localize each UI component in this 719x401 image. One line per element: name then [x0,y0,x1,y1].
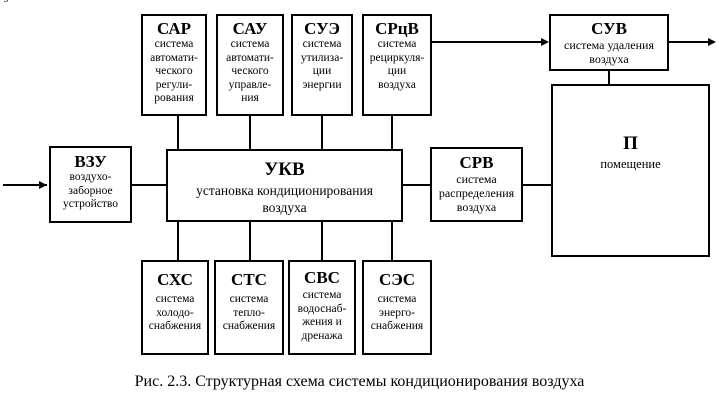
block-room-desc: помещение [600,157,661,171]
figure-caption: Рис. 2.3. Структурная схема системы конд… [134,373,585,390]
block-sts-abbr: СТС [231,270,267,289]
cropped-text-fragment: у [0,0,110,2]
block-vzu-abbr: ВЗУ [74,152,107,171]
suv-arrowhead-icon [541,38,549,46]
block-sar-abbr: САР [156,19,192,38]
block-room: П помещение [551,84,710,257]
input-arrowhead-icon [39,181,47,189]
block-ses-abbr: СЭС [378,270,416,289]
block-svs-abbr: СВС [304,268,340,287]
block-suv-abbr: СУВ [591,19,627,38]
block-sue-abbr: СУЭ [304,19,340,38]
block-room-abbr: П [623,133,638,154]
block-srv-abbr: СРВ [459,153,494,172]
output-arrowhead-icon [708,38,716,46]
block-ukv-abbr: УКВ [264,159,305,180]
block-srcv-abbr: СРцВ [375,19,419,38]
block-shs-abbr: СХС [157,270,193,289]
block-sau-abbr: САУ [232,19,268,38]
